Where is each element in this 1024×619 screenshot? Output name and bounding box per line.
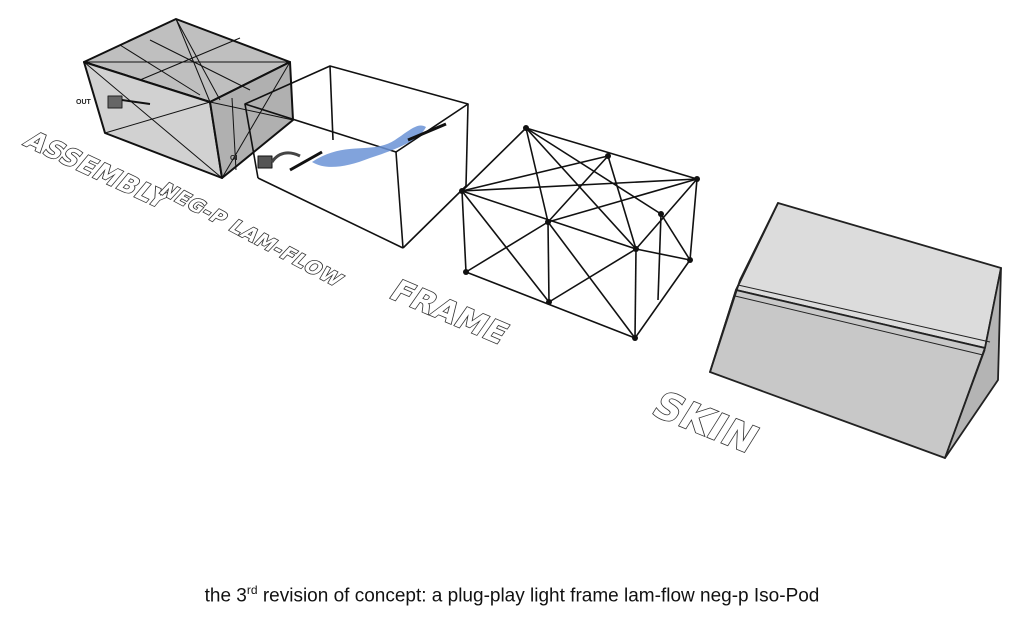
caption-superscript: rd [246, 583, 258, 597]
caption-prefix: the 3 [204, 585, 247, 607]
neg-p-label: NEG-P LAM-FLOW [154, 179, 348, 291]
in-port-label: OI [230, 155, 237, 162]
figure-caption: the 3rd revision of concept: a plug-play… [0, 583, 1024, 607]
skin-box [709, 202, 1002, 459]
frame-label: FRAME [383, 275, 516, 352]
airflow-shape [312, 125, 426, 167]
assembly-box [83, 18, 294, 179]
neg-p-lam-flow-box [244, 65, 469, 249]
skin-label: SKIN [644, 384, 767, 462]
out-port-label: OUT [76, 99, 92, 106]
caption-suffix: revision of concept: a plug-play light f… [257, 585, 820, 607]
frame-box [459, 125, 700, 341]
